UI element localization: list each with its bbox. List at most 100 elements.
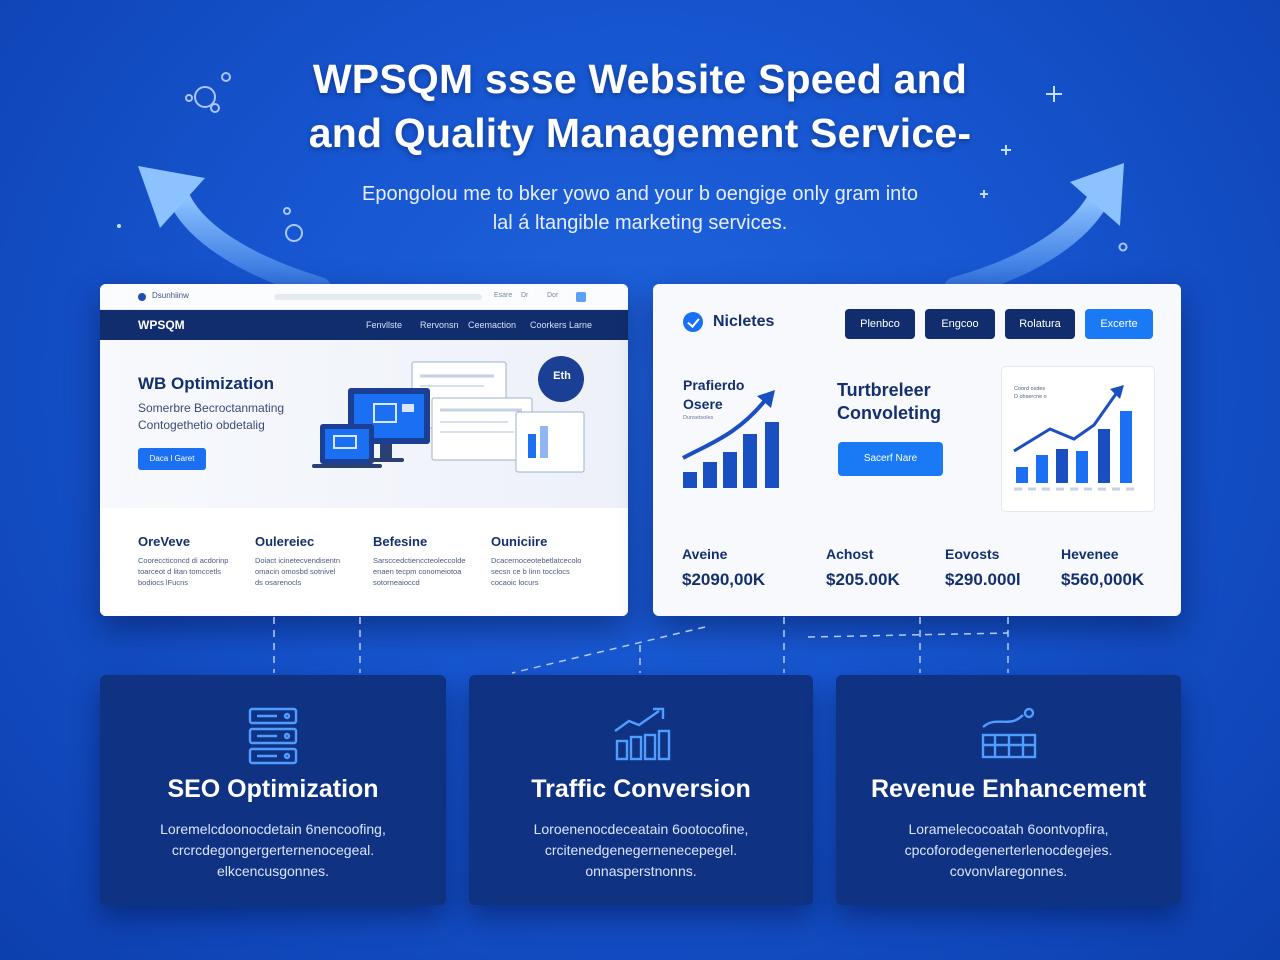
right-arrowhead-icon xyxy=(1070,163,1124,226)
feature-line: enaen tecpm conomeiotoa xyxy=(373,567,462,576)
chart-title-line: Osere xyxy=(683,396,723,412)
feature-column-text: Sarsccedctienccteoleccolde enaen tecpm c… xyxy=(373,555,483,588)
left-arrow-icon xyxy=(169,189,331,299)
nav-link[interactable]: Ceemaction xyxy=(468,320,517,330)
service-card-line: elkcencusgonnes. xyxy=(216,863,330,879)
feature-line: Sarsccedctienccteoleccolde xyxy=(373,556,466,565)
hero-subtitle-line: Epongolou me to bker yowo and your b oen… xyxy=(362,183,918,205)
feature-column-text: Dcacernoceotebetlatcecolo secsn ce b lin… xyxy=(491,555,601,588)
analytics-dashboard-panel: Nicletes Plenbco Engcoo Rolatura Excerte… xyxy=(653,284,1181,616)
feature-column-text: Cooreccticoncd di acdorinp toarceot d li… xyxy=(138,555,248,588)
feature-line: Dcacernoceotebetlatcecolo xyxy=(491,556,582,565)
bubble-icon xyxy=(185,94,193,102)
feature-line: cocaoic locurs xyxy=(491,578,539,587)
service-card-line: cpcoforodegenerterlenocdegejes. xyxy=(904,842,1113,858)
trend-chart-note-line: Coord osdes xyxy=(1014,386,1046,392)
service-card-line: covonvlaregonnes. xyxy=(949,863,1068,879)
stat-item: Aveine $2090,00K xyxy=(682,546,765,590)
bubble-icon xyxy=(194,86,216,108)
nav-link[interactable]: Fenvllste xyxy=(366,320,403,330)
browser-menu-item[interactable]: Dor xyxy=(547,292,559,299)
site-navbar: WPSQM Fenvllste Rervonsn Ceemaction Coor… xyxy=(100,310,628,340)
service-card-line: Loremelcdoonocdetain 6nencoofing, xyxy=(160,821,386,837)
dashboard-nav-button[interactable]: Rolatura xyxy=(1005,309,1075,339)
dashboard-stats: Aveine $2090,00K Achost $205.00K Eovosts… xyxy=(653,532,1181,616)
service-card-title: Traffic Conversion xyxy=(531,775,751,803)
service-card-title: Revenue Enhancement xyxy=(870,775,1147,803)
service-card-traffic[interactable]: Traffic Conversion Loroenenocdeceatain 6… xyxy=(469,675,813,905)
dashboard-brand[interactable]: Nicletes xyxy=(713,313,775,330)
dashboard-logo-icon xyxy=(683,312,703,332)
service-card-line: Loroenenocdeceatain 6ootocofine, xyxy=(533,821,749,837)
feature-column-title: Oulereiec xyxy=(255,534,315,549)
trend-bar-chart xyxy=(1013,385,1136,491)
growth-chart-icon xyxy=(614,707,671,761)
growth-bar-chart xyxy=(682,390,779,488)
server-icon xyxy=(248,707,298,765)
conversion-heading-line: Turtbreleer xyxy=(837,380,931,400)
dot-icon xyxy=(117,224,121,228)
url-bar[interactable] xyxy=(274,294,482,300)
stat-value: $2090,00K xyxy=(682,570,766,589)
conversion-heading: Turtbreleer Convoleting xyxy=(837,379,941,425)
bubble-icon xyxy=(221,72,231,82)
browser-menu-item[interactable]: Esare xyxy=(494,292,513,299)
feature-line: Cooreccticoncd di acdorinp xyxy=(138,556,229,565)
chart-title-line: Prafierdo xyxy=(683,377,745,393)
feature-column-text: Doiact icinetecvendisentn omacin omosbd … xyxy=(255,555,365,588)
decorative-arrows xyxy=(117,72,1128,299)
nav-link[interactable]: Coorkers Larne xyxy=(530,320,593,330)
service-card-line: crcrcdegongergerternenocegeal. xyxy=(171,842,375,858)
feature-line: omacin omosbd sotnivel xyxy=(255,567,336,576)
feature-line: Doiact icinetecvendisentn xyxy=(255,556,341,565)
site-badge: Eth xyxy=(553,370,571,382)
stat-label: Hevenee xyxy=(1061,546,1119,562)
bubble-icon xyxy=(285,224,303,242)
hero-subtitle-line: lal á ltangible marketing services. xyxy=(492,212,788,234)
stat-item: Hevenee $560,000K xyxy=(1061,546,1144,590)
service-card-desc: Loramelecocoatah 6oontvopfira, cpcoforod… xyxy=(836,819,1181,882)
feature-line: sotorneaioccd xyxy=(373,578,420,587)
hero-title-line: and Quality Management Service- xyxy=(308,110,972,156)
service-card-desc: Loremelcdoonocdetain 6nencoofing, crcrcd… xyxy=(100,819,446,882)
feature-column-title: OreVeve xyxy=(138,534,191,549)
stat-value: $290.000l xyxy=(945,570,1021,589)
nav-link[interactable]: Rervonsn xyxy=(420,320,459,330)
feature-column: OreVeve Cooreccticoncd di acdorinp toarc… xyxy=(138,534,248,588)
right-arrow-icon xyxy=(944,189,1109,299)
feature-line: bodiocs lFucns xyxy=(138,578,189,587)
dashed-connectors xyxy=(273,617,1009,674)
service-card-title: SEO Optimization xyxy=(167,775,379,803)
feature-column: Oulereiec Doiact icinetecvendisentn omac… xyxy=(255,534,365,588)
conversion-button[interactable]: Sacerf Nare xyxy=(838,442,943,476)
browser-bar: Dsunhiinw Esare Dr Dor xyxy=(100,284,628,310)
site-feature-columns: OreVeve Cooreccticoncd di acdorinp toarc… xyxy=(100,508,628,616)
service-card-seo[interactable]: SEO Optimization Loremelcdoonocdetain 6n… xyxy=(100,675,446,905)
stat-label: Eovosts xyxy=(945,546,1000,562)
bubble-icon xyxy=(283,207,291,215)
trend-chart-card: Coord osdes D ohsercne o xyxy=(1001,366,1155,512)
feature-line: toarceot d litan tomccetls xyxy=(138,567,221,576)
trend-chart-note: Coord osdes D ohsercne o xyxy=(1014,385,1047,401)
service-card-revenue[interactable]: Revenue Enhancement Loramelecocoatah 6oo… xyxy=(836,675,1181,905)
service-card-line: crcitenedgenegernenecepegel. xyxy=(544,842,738,858)
site-hero-heading: WB Optimization xyxy=(138,374,274,393)
dashboard-nav-button[interactable]: Engcoo xyxy=(925,309,995,339)
dashboard-nav-button[interactable]: Plenbco xyxy=(845,309,915,339)
bubble-icon xyxy=(1118,242,1128,252)
browser-tab[interactable]: Dsunhiinw xyxy=(152,291,189,300)
stat-item: Eovosts $290.000l xyxy=(945,546,1021,590)
stat-label: Aveine xyxy=(682,546,728,562)
stat-label: Achost xyxy=(826,546,874,562)
stat-value: $560,000K xyxy=(1061,570,1145,589)
chart-title: Prafierdo Osere xyxy=(683,376,744,414)
site-brand[interactable]: WPSQM xyxy=(138,318,185,332)
site-hero-button[interactable]: Daca l Garet xyxy=(138,448,206,470)
dashboard-nav-button[interactable]: Excerte xyxy=(1085,309,1153,339)
browser-extension-icon[interactable] xyxy=(576,292,586,302)
browser-menu-item[interactable]: Dr xyxy=(521,292,529,299)
service-card-line: onnasperstnonns. xyxy=(585,863,697,879)
favicon-icon xyxy=(138,293,146,301)
left-arrowhead-icon xyxy=(138,166,205,228)
stat-item: Achost $205.00K xyxy=(826,546,900,590)
